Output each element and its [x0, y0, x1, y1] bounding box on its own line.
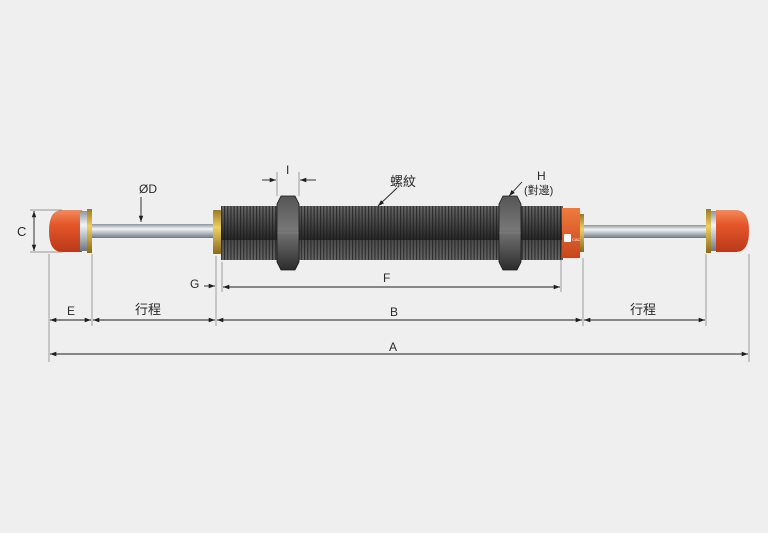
label-stroke-left: 行程 — [135, 302, 161, 317]
right-cap-brass-ring — [706, 209, 711, 253]
right-sleeve-brass-collar — [580, 214, 584, 252]
logo-text: CAC — [572, 237, 581, 242]
label-cap-diameter: C — [17, 224, 26, 239]
label-nut-width: I — [286, 163, 289, 177]
leader-thread — [377, 187, 398, 207]
label-body-length: B — [390, 305, 398, 319]
right-piston-rod — [584, 225, 708, 238]
left-cap-brass-ring — [87, 209, 92, 253]
left-stopper-cap — [49, 210, 82, 252]
leader-hex — [508, 181, 523, 197]
body-left-brass-collar — [213, 210, 221, 254]
orange-end-sleeve — [562, 208, 580, 258]
label-stroke-right: 行程 — [630, 302, 656, 317]
label-thread-length: F — [383, 271, 390, 285]
label-thread: 螺紋 — [390, 174, 416, 189]
label-overall-length: A — [389, 340, 397, 354]
label-hex: H — [537, 169, 546, 183]
right-stopper-cap — [716, 210, 749, 252]
label-hex-note: (對邊) — [524, 183, 553, 197]
label-cap-length: E — [67, 304, 75, 318]
label-gap: G — [190, 277, 199, 291]
right-cap-collar — [711, 211, 718, 251]
label-rod-diameter: ØD — [139, 182, 157, 196]
left-cap-collar — [80, 211, 87, 251]
logo-mark — [564, 234, 571, 242]
left-piston-rod — [92, 224, 216, 238]
